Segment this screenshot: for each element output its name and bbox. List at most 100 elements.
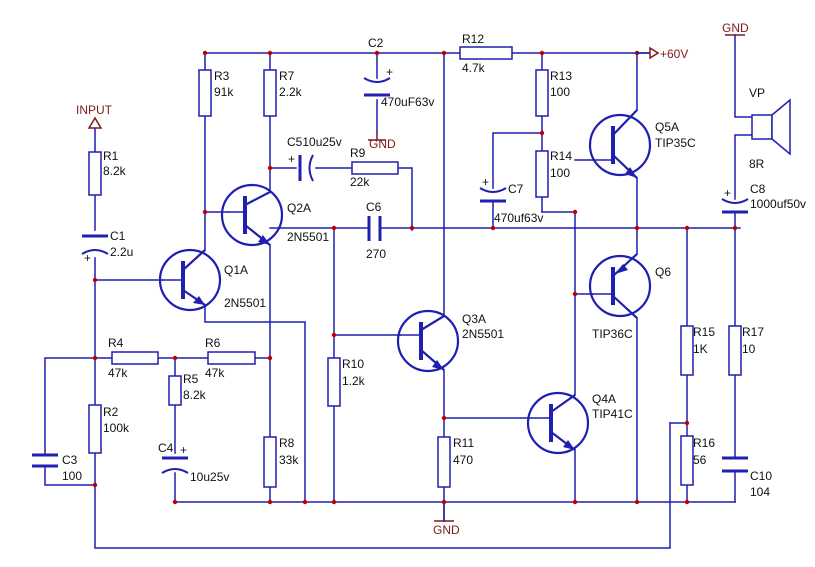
svg-text:1000uf50v: 1000uf50v: [750, 197, 806, 211]
svg-text:C3: C3: [62, 453, 78, 467]
svg-text:1.2k: 1.2k: [342, 374, 366, 388]
svg-text:33k: 33k: [279, 453, 299, 467]
svg-text:TIP41C: TIP41C: [592, 407, 633, 421]
transistor-q1: Q1A 2N5501: [158, 248, 266, 312]
svg-text:C8: C8: [750, 182, 766, 196]
capacitor-c6: C6 270: [366, 200, 386, 261]
resistor-r5: R5 8.2k: [168, 372, 207, 406]
svg-text:10u25v: 10u25v: [190, 470, 229, 484]
svg-text:Q1A: Q1A: [224, 263, 248, 277]
svg-text:100: 100: [550, 166, 570, 180]
svg-text:Q6: Q6: [655, 265, 671, 279]
svg-text:R10: R10: [342, 357, 364, 371]
svg-text:+: +: [386, 65, 393, 79]
svg-text:Q5A: Q5A: [655, 120, 679, 134]
svg-text:91k: 91k: [214, 85, 234, 99]
resistor-r15: R15 1K: [680, 325, 715, 376]
svg-text:2.2u: 2.2u: [110, 245, 133, 259]
resistor-r9: R9 22k: [350, 146, 399, 189]
svg-text:Q3A: Q3A: [462, 312, 486, 326]
resistor-r2: R2 100k: [88, 404, 130, 454]
svg-text:C7: C7: [508, 182, 524, 196]
svg-text:+: +: [84, 251, 91, 265]
svg-text:R9: R9: [350, 146, 366, 160]
capacitor-c10: C10 104: [722, 456, 772, 499]
svg-text:R2: R2: [103, 405, 119, 419]
svg-text:47k: 47k: [108, 366, 128, 380]
resistor-r4: R4 47k: [108, 336, 159, 380]
svg-text:1K: 1K: [693, 342, 708, 356]
speaker-icon: VP 8R: [749, 86, 791, 171]
resistor-r6: R6 47k: [205, 336, 256, 380]
svg-text:TIP35C: TIP35C: [655, 136, 696, 150]
svg-text:270: 270: [366, 247, 386, 261]
resistor-r17: R17 10: [728, 325, 764, 376]
svg-text:R7: R7: [279, 69, 295, 83]
svg-text:R6: R6: [205, 336, 221, 350]
svg-text:+: +: [482, 175, 489, 189]
svg-text:R5: R5: [183, 372, 199, 386]
svg-text:R13: R13: [550, 69, 572, 83]
svg-text:22k: 22k: [350, 175, 370, 189]
ground-symbol-bottom: GND: [433, 520, 460, 537]
svg-text:GND: GND: [433, 523, 460, 537]
svg-text:R3: R3: [214, 69, 230, 83]
junction-dots: [92, 50, 738, 505]
svg-text:C1: C1: [110, 229, 126, 243]
resistor-r12: R12 4.7k: [459, 32, 513, 75]
svg-text:R4: R4: [108, 336, 124, 350]
svg-text:R11: R11: [453, 436, 474, 450]
ground-symbol-speaker: GND: [722, 21, 749, 36]
svg-text:R15: R15: [693, 325, 715, 339]
supply-terminal: +60V: [636, 46, 688, 61]
svg-text:+: +: [180, 443, 187, 457]
resistor-r16: R16 56: [680, 435, 715, 486]
svg-text:100: 100: [62, 469, 82, 483]
capacitor-c8: + C8 1000uf50v: [721, 182, 806, 214]
resistor-r7: R7 2.2k: [263, 69, 303, 117]
svg-text:R1: R1: [103, 149, 119, 163]
capacitor-c1: + C1 2.2u: [81, 229, 133, 265]
svg-text:C510u25v: C510u25v: [287, 135, 342, 149]
svg-text:Q4A: Q4A: [592, 392, 616, 406]
resistor-r1: R1 8.2k: [88, 149, 127, 196]
svg-text:TIP36C: TIP36C: [592, 327, 633, 341]
transistor-q4: Q4A TIP41C: [526, 391, 633, 455]
svg-text:100k: 100k: [103, 421, 130, 435]
svg-text:47k: 47k: [205, 366, 225, 380]
capacitor-c3: C3 100: [32, 453, 82, 483]
transistor-q5: Q5A TIP35C: [588, 109, 696, 179]
svg-text:+: +: [288, 152, 295, 166]
resistor-r11: R11 470: [437, 436, 474, 488]
svg-text:2N5501: 2N5501: [224, 296, 266, 310]
capacitor-c2: + C2 470uF63v: [363, 36, 434, 109]
svg-text:C4: C4: [158, 441, 174, 455]
capacitor-c5: + C510u25v: [287, 135, 342, 182]
capacitor-c4: + C4 10u25v: [158, 441, 229, 484]
input-terminal: INPUT: [76, 103, 113, 129]
svg-text:GND: GND: [722, 21, 749, 35]
resistor-r8: R8 33k: [263, 436, 299, 488]
resistor-r13: R13 100: [535, 69, 572, 117]
svg-text:R8: R8: [279, 436, 295, 450]
svg-text:4.7k: 4.7k: [462, 61, 486, 75]
ground-symbol-c2: GND: [368, 133, 396, 151]
wiring: [44, 34, 753, 549]
svg-text:56: 56: [693, 453, 707, 467]
svg-text:INPUT: INPUT: [76, 103, 113, 117]
svg-text:104: 104: [750, 485, 770, 499]
resistor-r10: R10 1.2k: [327, 357, 366, 407]
svg-text:C10: C10: [750, 469, 772, 483]
svg-text:+: +: [724, 186, 731, 200]
transistor-q2: Q2A 2N5501: [220, 183, 329, 247]
svg-text:8R: 8R: [749, 157, 765, 171]
svg-text:8.2k: 8.2k: [183, 388, 207, 402]
svg-text:VP: VP: [749, 86, 765, 100]
svg-text:470uf63v: 470uf63v: [494, 211, 543, 225]
svg-text:R17: R17: [742, 325, 764, 339]
svg-text:Q2A: Q2A: [287, 201, 311, 215]
svg-text:470uF63v: 470uF63v: [381, 95, 434, 109]
svg-text:470: 470: [453, 453, 473, 467]
svg-text:2N5501: 2N5501: [287, 230, 329, 244]
svg-text:10: 10: [742, 342, 756, 356]
